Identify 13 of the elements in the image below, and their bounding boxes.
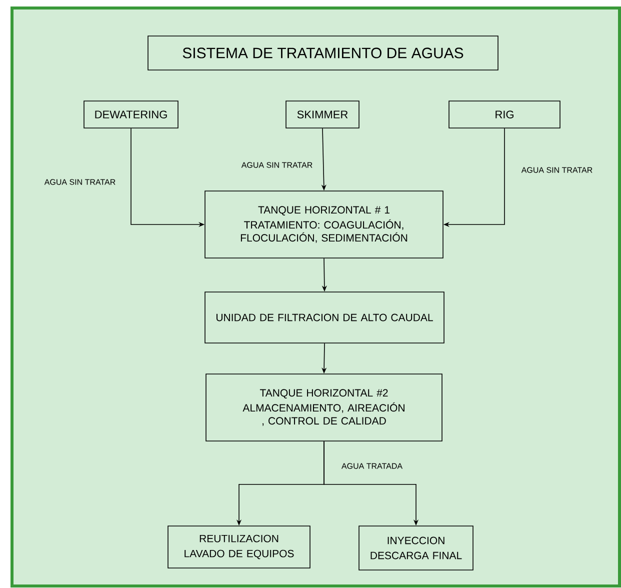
process-box: DEWATERING xyxy=(84,100,178,128)
edge-label: AGUA TRATADA xyxy=(340,462,404,470)
process-box: SKIMMER xyxy=(286,100,360,128)
process-box: TANQUE HORIZONTAL # 1 TRATAMIENTO: COAGULACIÓN, FLOCULACIÓN, SEDIMENTACIÓN xyxy=(204,190,444,258)
process-box: TANQUE HORIZONTAL #2 ALMACENAMIENTO, AIREACIÓN , CONTROL DE CALIDAD xyxy=(206,374,442,442)
edge-label: AGUA SIN TRATAR xyxy=(43,178,117,186)
process-box: RIG xyxy=(448,100,560,128)
edge-label: AGUA SIN TRATAR xyxy=(240,161,314,169)
process-box: UNIDAD DE FILTRACION DE ALTO CAUDAL xyxy=(204,292,444,344)
process-box: INYECCION DESCARGA FINAL xyxy=(358,526,474,570)
edge-label: AGUA SIN TRATAR xyxy=(520,166,594,174)
title-box: SISTEMA DE TRATAMIENTO DE AGUAS xyxy=(148,36,498,70)
process-box: REUTILIZACION LAVADO DE EQUIPOS xyxy=(168,526,310,568)
